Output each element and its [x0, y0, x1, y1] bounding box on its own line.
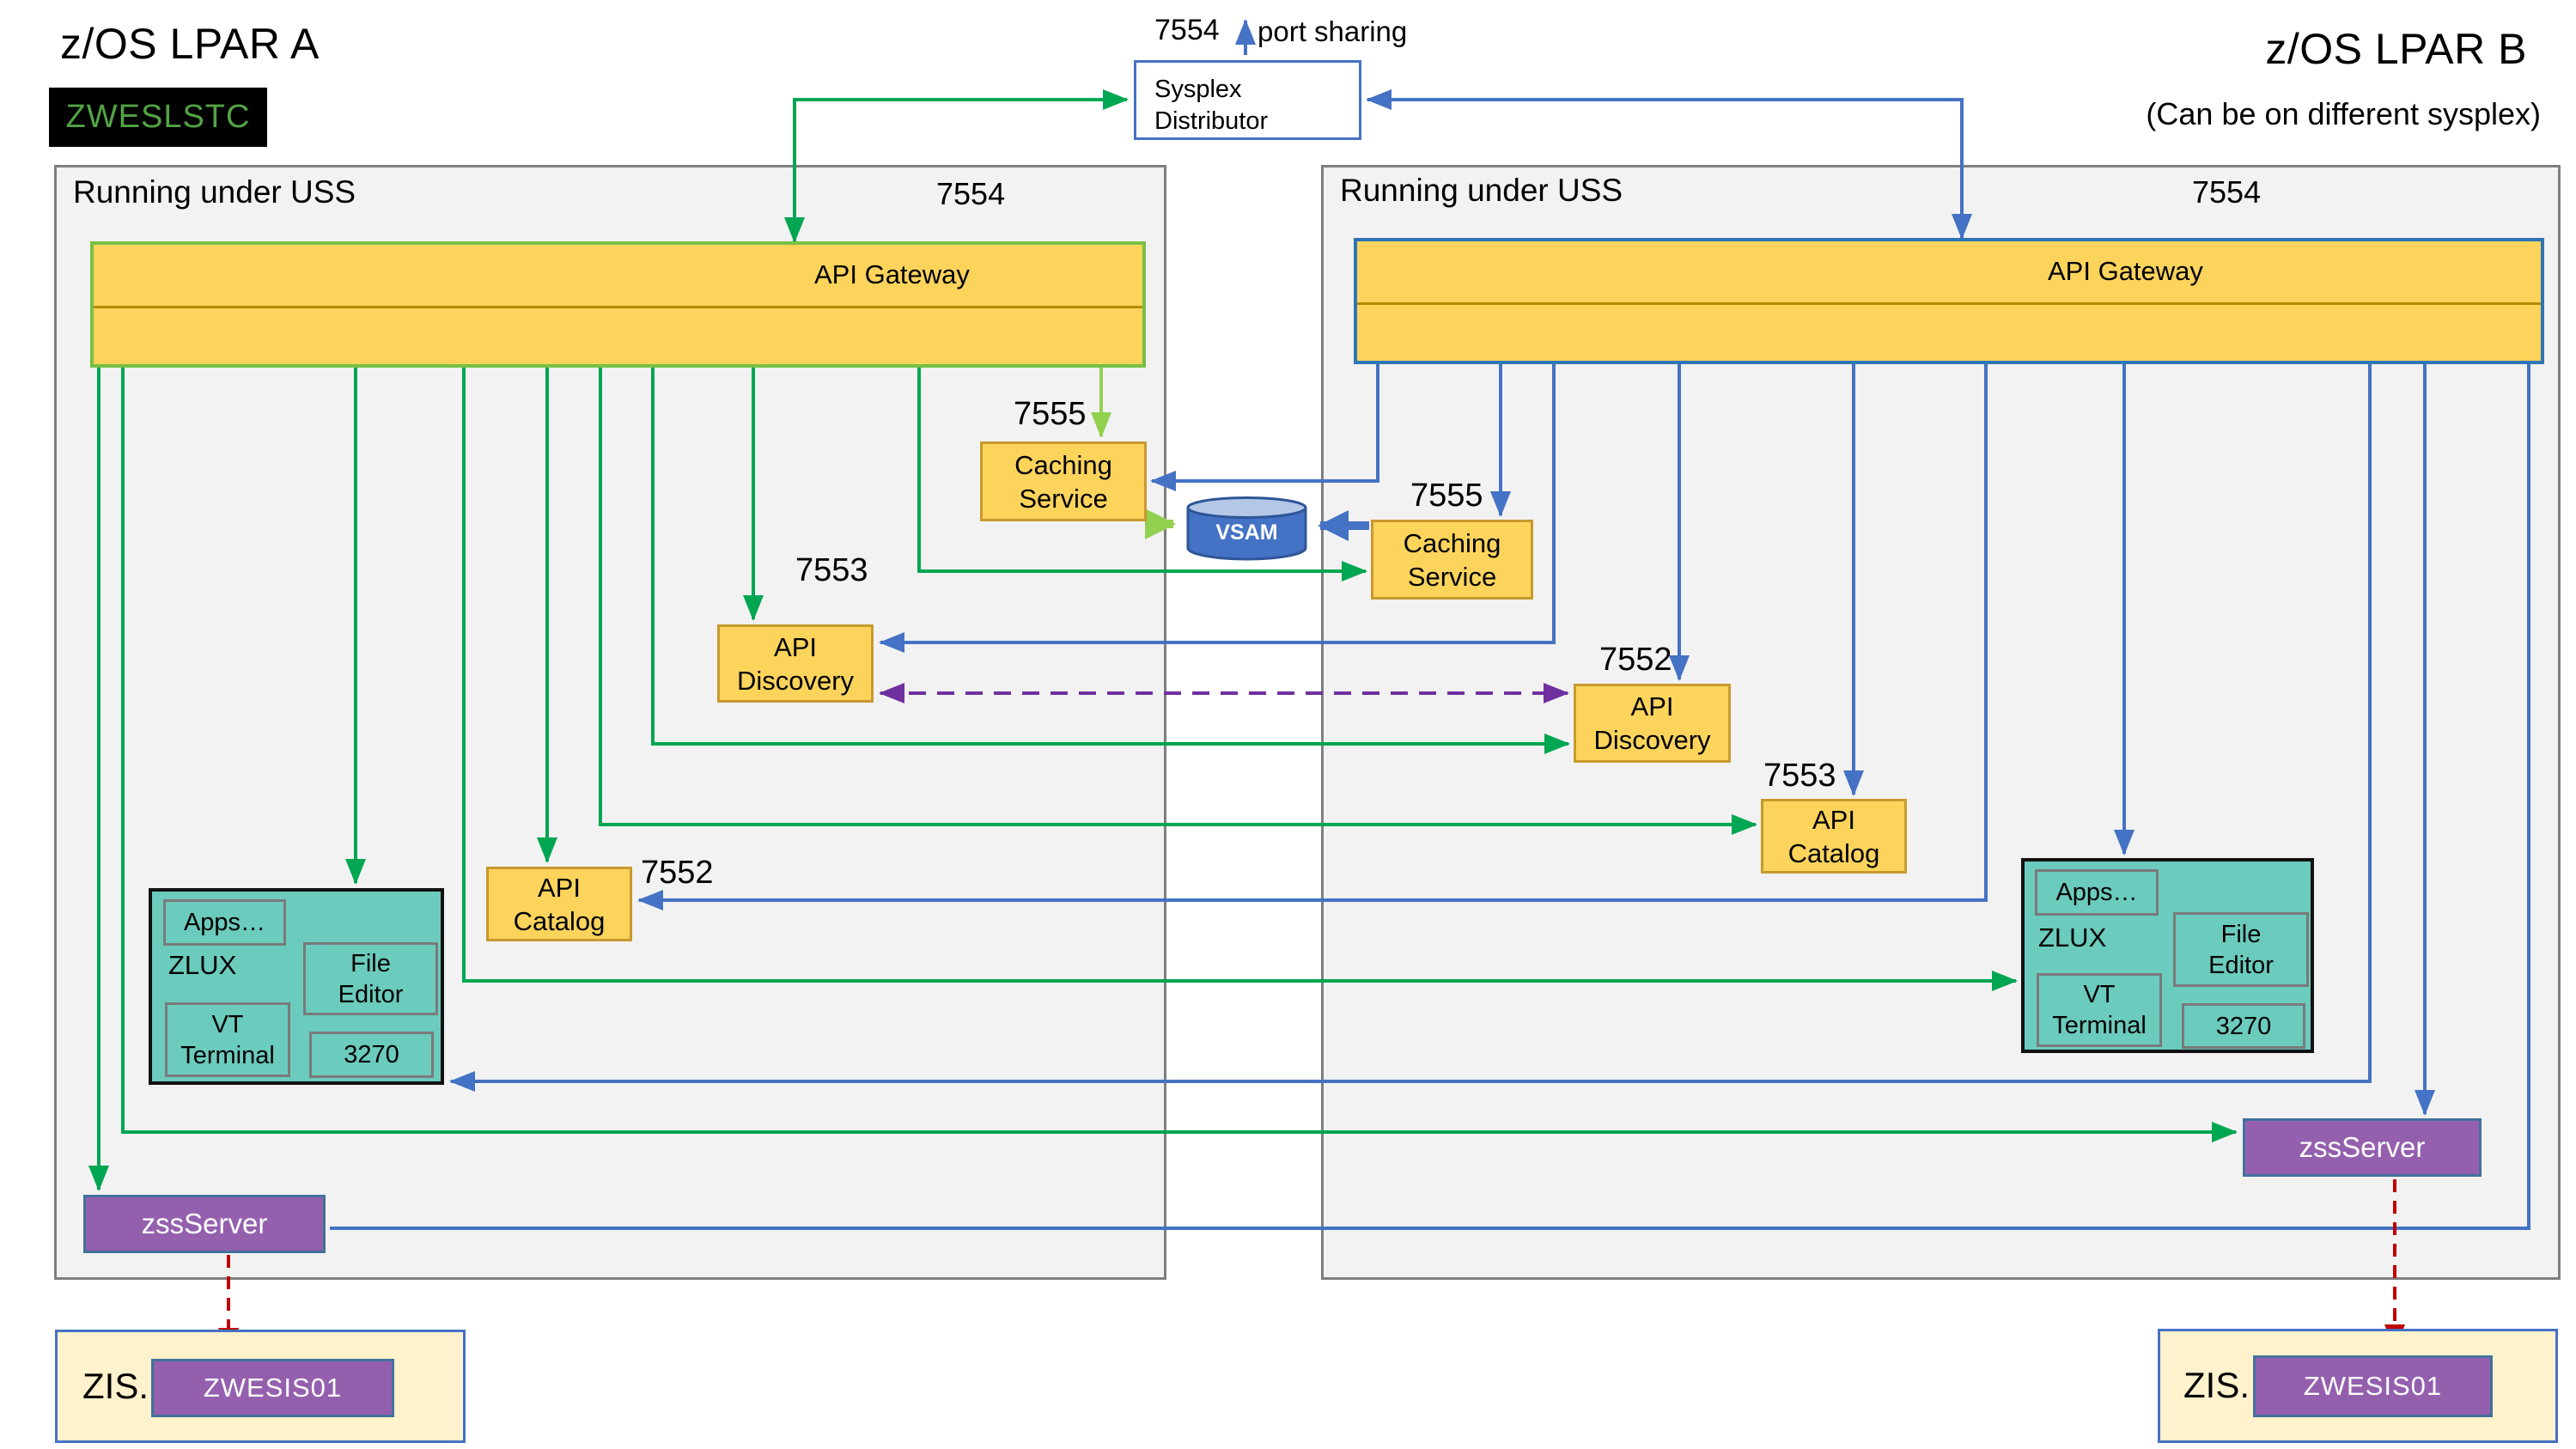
lpar-b-zlux-file-editor-label: File Editor	[2208, 920, 2274, 979]
lpar-b-title: z/OS LPAR B	[2265, 25, 2527, 73]
port-sharing-label: port sharing	[1258, 15, 1408, 47]
lpar-a-zlux-apps: Apps…	[163, 899, 286, 946]
lpar-b-caching-port: 7555	[1410, 478, 1483, 514]
lpar-a-zlux-title: ZLUX	[168, 950, 237, 980]
lpar-a-zlux-vt-terminal-label: VT Terminal	[180, 1010, 275, 1069]
lpar-a-zis-label: ZIS.	[82, 1366, 149, 1406]
lpar-a-api-catalog-label: API Catalog	[513, 872, 606, 936]
lpar-b-api-gateway-label: API Gateway	[2048, 256, 2203, 286]
lpar-b-catalog-port: 7553	[1763, 758, 1836, 794]
lpar-a-caching-service-label: Caching Service	[1014, 449, 1112, 514]
lpar-b-zlux-apps: Apps…	[2035, 869, 2159, 916]
lpar-b-zwesis01-label: ZWESIS01	[2303, 1371, 2443, 1401]
lpar-b-zwesis01: ZWESIS01	[2253, 1355, 2493, 1417]
lpar-a-api-gateway: API Gateway	[90, 241, 1146, 368]
lpar-a-zss-server-label: zssServer	[141, 1208, 268, 1239]
lpar-b-api-gateway: API Gateway	[1354, 238, 2544, 364]
lpar-a-zss-server: zssServer	[83, 1195, 326, 1253]
lpar-b-uss-label: Running under USS	[1340, 173, 1623, 208]
lpar-a-zlux-file-editor: File Editor	[303, 942, 438, 1015]
sysplex-port-label: 7554	[1154, 14, 1220, 46]
vsam-label: VSAM	[1215, 521, 1278, 545]
lpar-b-zlux-vt-terminal: VT Terminal	[2037, 973, 2162, 1047]
lpar-a-api-catalog: API Catalog	[486, 867, 632, 941]
lpar-b-zss-server-label: zssServer	[2299, 1131, 2426, 1163]
lpar-a-api-discovery: API Discovery	[717, 624, 874, 703]
lpar-a-startup-job: ZWESLSTC	[49, 88, 267, 147]
lpar-b-zlux-apps-label: Apps…	[2055, 879, 2138, 906]
lpar-b-discovery-port: 7552	[1599, 642, 1672, 678]
lpar-a-catalog-port: 7552	[641, 855, 714, 891]
lpar-a-zlux-vt-terminal: VT Terminal	[165, 1002, 290, 1077]
lpar-b-zlux-file-editor: File Editor	[2173, 912, 2309, 987]
lpar-b-caching-service-label: Caching Service	[1403, 527, 1501, 592]
lpar-b-zis-label: ZIS.	[2183, 1365, 2250, 1405]
lpar-b-zlux-title: ZLUX	[2038, 922, 2107, 953]
lpar-b-gateway-port: 7554	[2192, 174, 2262, 210]
lpar-b-subtitle: (Can be on different sysplex)	[2146, 96, 2541, 131]
lpar-b-zss-server: zssServer	[2243, 1118, 2482, 1177]
lpar-b-caching-service: Caching Service	[1371, 520, 1533, 600]
lpar-a-caching-port: 7555	[1014, 396, 1087, 432]
vsam-datastore: VSAM	[1184, 495, 1310, 563]
lpar-a-api-discovery-label: API Discovery	[736, 631, 855, 696]
lpar-b-zlux-3270-label: 3270	[2215, 1012, 2272, 1040]
sysplex-distributor-label: Sysplex Distributor	[1154, 76, 1269, 135]
lpar-b-api-catalog: API Catalog	[1761, 799, 1907, 874]
lpar-b-api-catalog-label: API Catalog	[1787, 804, 1880, 868]
lpar-a-gateway-port: 7554	[936, 176, 1006, 211]
lpar-a-zlux-3270-label: 3270	[344, 1041, 399, 1068]
lpar-a-discovery-port: 7553	[795, 552, 868, 588]
sysplex-distributor-box: Sysplex Distributor	[1134, 60, 1361, 140]
lpar-a-zlux-3270: 3270	[309, 1032, 434, 1078]
lpar-a-uss-label: Running under USS	[73, 174, 356, 210]
lpar-a-zlux-apps-label: Apps…	[183, 909, 266, 936]
lpar-a-title: z/OS LPAR A	[60, 20, 320, 68]
lpar-b-api-discovery: API Discovery	[1574, 684, 1731, 763]
lpar-a-api-gateway-divider	[94, 245, 1142, 308]
vsam-cylinder-icon	[1186, 496, 1307, 561]
lpar-a-api-gateway-label: API Gateway	[814, 259, 970, 289]
lpar-b-zlux-vt-terminal-label: VT Terminal	[2052, 981, 2147, 1039]
lpar-b-api-gateway-divider	[1357, 241, 2541, 305]
lpar-b-api-discovery-label: API Discovery	[1593, 691, 1711, 755]
lpar-a-zlux-file-editor-label: File Editor	[338, 949, 404, 1008]
lpar-a-zwesis01: ZWESIS01	[151, 1359, 394, 1417]
lpar-a-zwesis01-label: ZWESIS01	[203, 1373, 343, 1403]
lpar-a-caching-service: Caching Service	[980, 441, 1147, 521]
lpar-a-startup-job-label: ZWESLSTC	[65, 99, 251, 135]
lpar-b-zlux-3270: 3270	[2182, 1003, 2305, 1049]
